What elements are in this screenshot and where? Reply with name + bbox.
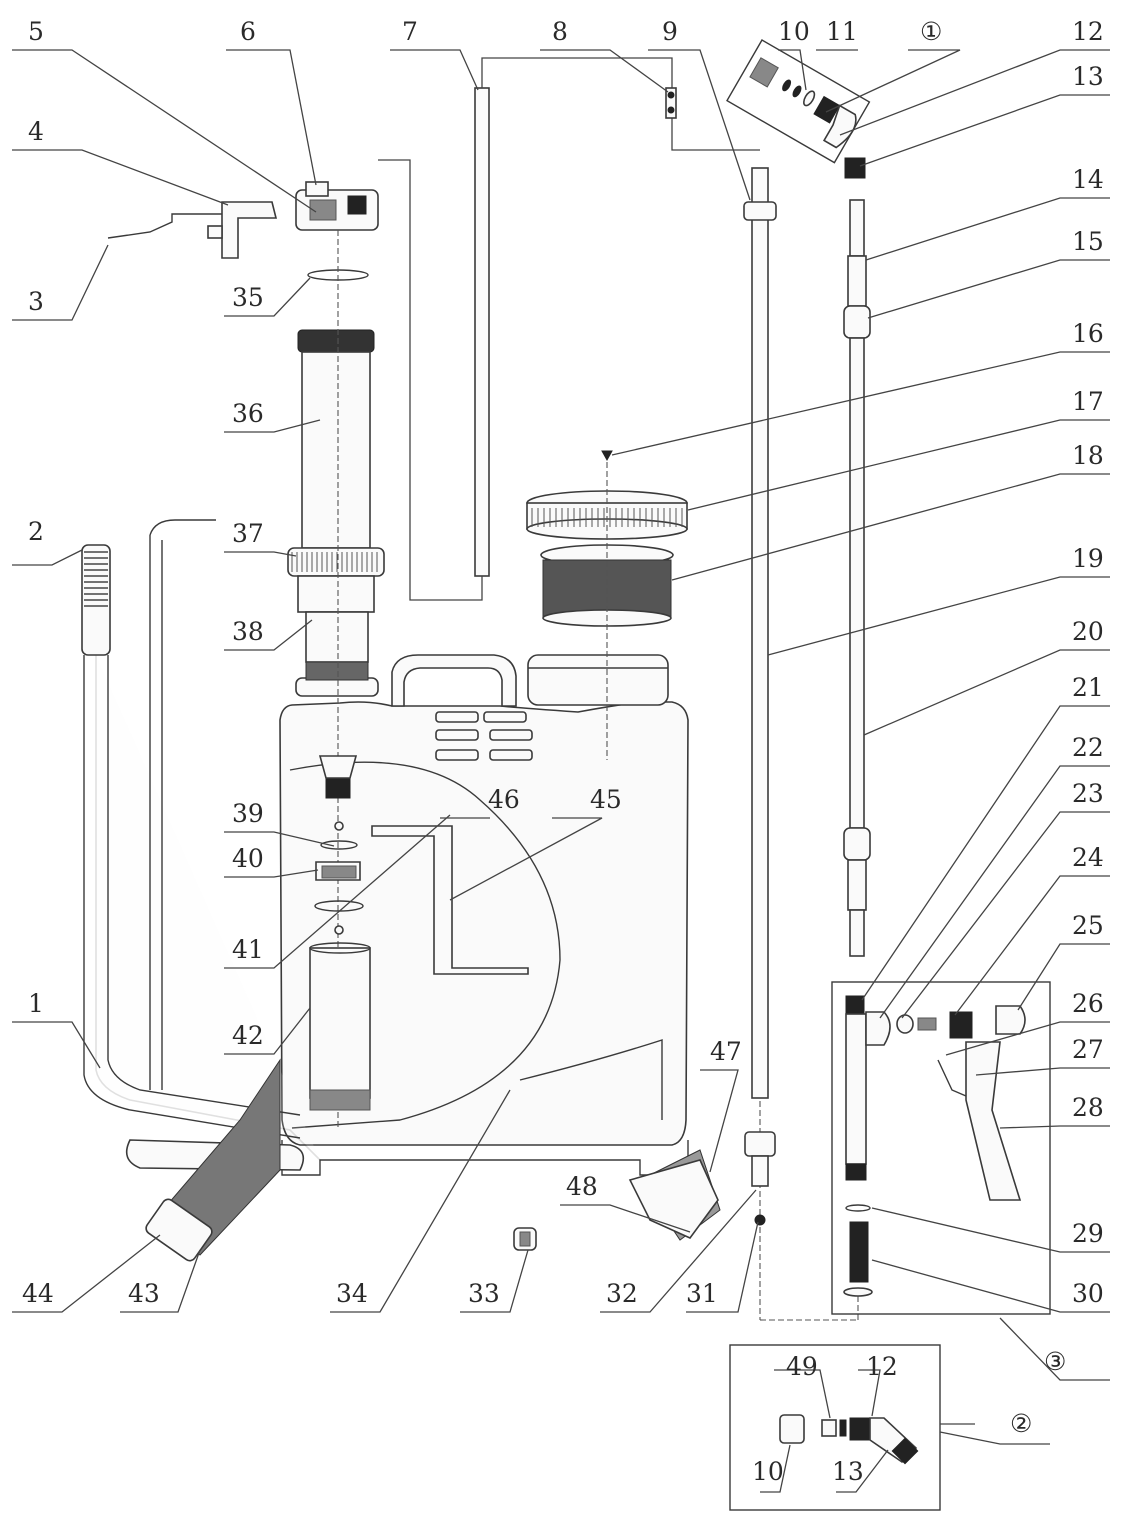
label-30: 30 bbox=[1072, 1279, 1104, 1308]
label-41: 41 bbox=[232, 935, 264, 964]
label-24: 24 bbox=[1072, 843, 1104, 872]
label-1: 1 bbox=[28, 989, 44, 1018]
label-17: 17 bbox=[1072, 387, 1104, 416]
lance bbox=[843, 157, 871, 957]
leader-lines bbox=[12, 49, 1110, 1493]
label-37: 37 bbox=[232, 519, 264, 548]
label-12-box2: 12 bbox=[866, 1352, 898, 1381]
hose-connector-8 bbox=[665, 87, 677, 119]
label-44: 44 bbox=[22, 1279, 54, 1308]
label-45: 45 bbox=[590, 785, 622, 814]
label-3: 3 bbox=[28, 287, 44, 316]
label-19: 19 bbox=[1072, 544, 1104, 573]
label-23: 23 bbox=[1072, 779, 1104, 808]
label-10-box2: 10 bbox=[752, 1457, 784, 1486]
callout-labels: 3 4 5 6 7 8 9 10 11 ① 12 13 14 15 16 17 … bbox=[22, 17, 1104, 1486]
label-27: 27 bbox=[1072, 1035, 1104, 1064]
label-5: 5 bbox=[28, 17, 44, 46]
shoulder-strap-left bbox=[145, 1058, 281, 1262]
label-14: 14 bbox=[1072, 165, 1104, 194]
label-32: 32 bbox=[606, 1279, 638, 1308]
pump-cylinder bbox=[287, 329, 385, 697]
nozzle-group-1 bbox=[726, 39, 871, 164]
label-16: 16 bbox=[1072, 319, 1104, 348]
label-13-box2: 13 bbox=[832, 1457, 864, 1486]
dip-tube bbox=[378, 57, 760, 601]
label-46: 46 bbox=[488, 785, 520, 814]
label-40: 40 bbox=[232, 844, 264, 873]
label-circle-1: ① bbox=[920, 17, 942, 46]
pump-head bbox=[295, 181, 379, 231]
label-8: 8 bbox=[552, 17, 568, 46]
tank-neck bbox=[527, 654, 669, 706]
label-42: 42 bbox=[232, 1021, 264, 1050]
nozzle-group-2 bbox=[729, 1344, 941, 1511]
label-36: 36 bbox=[232, 399, 264, 428]
label-12: 12 bbox=[1072, 17, 1104, 46]
label-34: 34 bbox=[336, 1279, 368, 1308]
label-38: 38 bbox=[232, 617, 264, 646]
label-31: 31 bbox=[686, 1279, 718, 1308]
hose bbox=[743, 167, 777, 1226]
label-48: 48 bbox=[566, 1172, 598, 1201]
label-18: 18 bbox=[1072, 441, 1104, 470]
label-26: 26 bbox=[1072, 989, 1104, 1018]
lid-nut bbox=[601, 450, 613, 462]
label-15: 15 bbox=[1072, 227, 1104, 256]
label-6: 6 bbox=[240, 17, 256, 46]
tank-body bbox=[279, 654, 689, 1176]
label-11: 11 bbox=[826, 17, 858, 46]
label-43: 43 bbox=[128, 1279, 160, 1308]
label-2: 2 bbox=[28, 517, 44, 546]
trigger-assembly bbox=[831, 981, 1051, 1315]
label-28: 28 bbox=[1072, 1093, 1104, 1122]
label-29: 29 bbox=[1072, 1219, 1104, 1248]
label-21: 21 bbox=[1072, 673, 1104, 702]
label-circle-3: ③ bbox=[1044, 1347, 1066, 1376]
label-49: 49 bbox=[786, 1352, 818, 1381]
label-35: 35 bbox=[232, 283, 264, 312]
label-20: 20 bbox=[1072, 617, 1104, 646]
label-10: 10 bbox=[778, 17, 810, 46]
label-7: 7 bbox=[402, 17, 418, 46]
label-13: 13 bbox=[1072, 62, 1104, 91]
label-4: 4 bbox=[28, 117, 44, 146]
lever-connector bbox=[107, 201, 278, 259]
label-47: 47 bbox=[710, 1037, 742, 1066]
label-22: 22 bbox=[1072, 733, 1104, 762]
inner-valve bbox=[309, 755, 371, 1111]
label-9: 9 bbox=[662, 17, 678, 46]
label-25: 25 bbox=[1072, 911, 1104, 940]
pump-lever bbox=[81, 519, 321, 1171]
buckle-33 bbox=[513, 1227, 537, 1251]
label-39: 39 bbox=[232, 799, 264, 828]
label-circle-2: ② bbox=[1010, 1409, 1032, 1438]
label-33: 33 bbox=[468, 1279, 500, 1308]
